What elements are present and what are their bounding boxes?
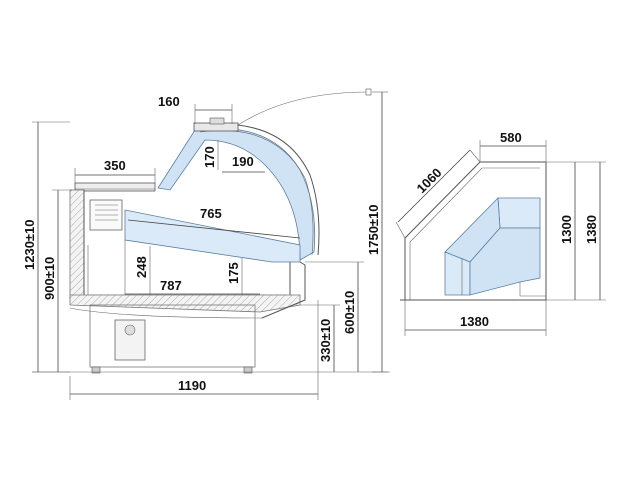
dim-248: 248 xyxy=(134,256,149,278)
dim-160: 160 xyxy=(158,94,180,109)
dim-1380-vertical: 1380 xyxy=(584,215,599,244)
bottom-insulation xyxy=(69,294,301,313)
dim-765: 765 xyxy=(200,206,222,221)
dim-600: 600±10 xyxy=(342,291,357,334)
dim-1300: 1300 xyxy=(559,215,574,244)
dim-1380-horizontal: 1380 xyxy=(460,314,489,329)
rear-top-shelf xyxy=(74,182,156,192)
rear-wall-insulation xyxy=(69,189,85,301)
lid-swing-arc xyxy=(237,91,369,126)
dim-175: 175 xyxy=(226,262,241,284)
side-view: 160 170 190 350 765 248 787 175 1230±10 xyxy=(22,88,390,400)
dim-1750: 1750±10 xyxy=(366,204,381,255)
dim-170: 170 xyxy=(202,146,217,168)
dim-330: 330±10 xyxy=(318,319,333,362)
corner-view: 1060 580 1300 1380 1380 xyxy=(395,130,606,336)
dim-787: 787 xyxy=(160,278,182,293)
display-glass-shelf xyxy=(124,209,301,263)
dim-1190: 1190 xyxy=(178,378,206,393)
dim-580: 580 xyxy=(500,130,522,145)
front-panel xyxy=(261,261,306,319)
front-glass-canopy xyxy=(157,127,316,261)
compressor-unit xyxy=(114,319,146,361)
front-glass-frame xyxy=(196,123,320,256)
base-frame xyxy=(89,304,256,368)
dim-1230: 1230±10 xyxy=(22,219,37,270)
dim-190: 190 xyxy=(232,154,254,169)
dim-900: 900±10 xyxy=(42,257,57,300)
corner-glass-top xyxy=(497,197,541,229)
dim-350: 350 xyxy=(104,158,126,173)
